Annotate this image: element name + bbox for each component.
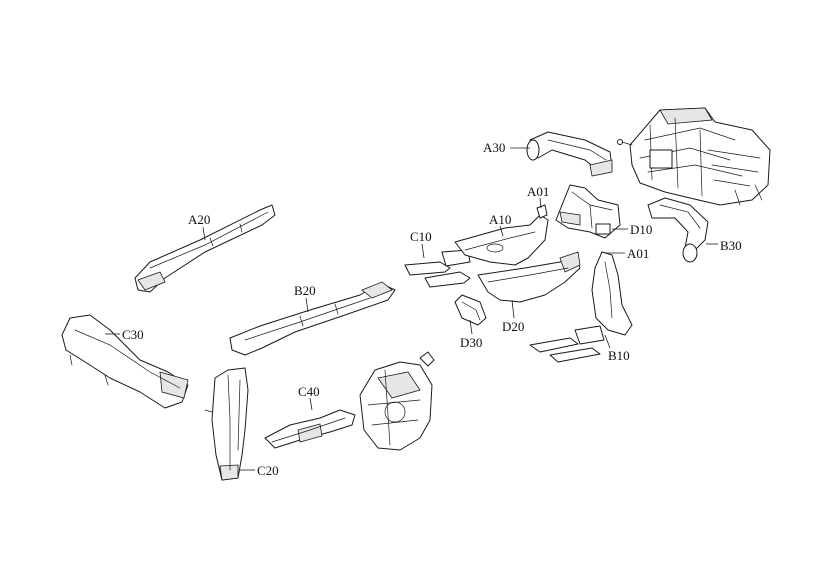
leader-a20 <box>202 226 206 241</box>
callout-a01-right: A01 <box>627 246 649 261</box>
duct-d20 <box>477 251 581 303</box>
leader-b10 <box>604 334 611 349</box>
callout-a20: A20 <box>188 212 210 227</box>
duct-a20 <box>134 204 276 293</box>
part-c10 <box>404 249 471 288</box>
callout-b10: B10 <box>608 348 630 363</box>
callout-d10: D10 <box>630 222 652 237</box>
leader-d30 <box>469 319 473 335</box>
duct-b20 <box>229 281 396 356</box>
callout-d20: D20 <box>502 319 524 334</box>
blower-assembly <box>359 351 435 451</box>
leader-c40 <box>309 397 313 411</box>
callout-labels: A30 A01 A10 A20 C10 D10 A01 B30 B20 C30 … <box>122 140 742 478</box>
callout-c20: C20 <box>257 463 279 478</box>
hvac-unit <box>617 107 771 206</box>
callout-a01-top: A01 <box>527 184 549 199</box>
leader-d20 <box>511 299 515 319</box>
part-d10 <box>555 184 621 239</box>
duct-b10 <box>529 251 633 363</box>
part-d30 <box>454 294 487 326</box>
callout-a10: A10 <box>489 212 511 227</box>
callout-a30: A30 <box>483 140 505 155</box>
callout-d30: D30 <box>460 335 482 350</box>
duct-c40 <box>264 409 356 449</box>
leader-lines <box>105 147 718 471</box>
callout-b20: B20 <box>294 283 316 298</box>
duct-a30 <box>526 131 613 177</box>
leader-b20 <box>305 297 309 313</box>
callout-c30: C30 <box>122 327 144 342</box>
duct-a10 <box>454 204 549 266</box>
leader-c10 <box>421 243 425 259</box>
duct-b30 <box>647 197 709 263</box>
leader-a10 <box>499 225 504 237</box>
callout-c40: C40 <box>298 384 320 399</box>
duct-c30 <box>61 314 189 409</box>
callout-c10: C10 <box>410 229 432 244</box>
leader-a01-top <box>539 197 542 209</box>
duct-c20 <box>204 367 249 481</box>
callout-b30: B30 <box>720 238 742 253</box>
